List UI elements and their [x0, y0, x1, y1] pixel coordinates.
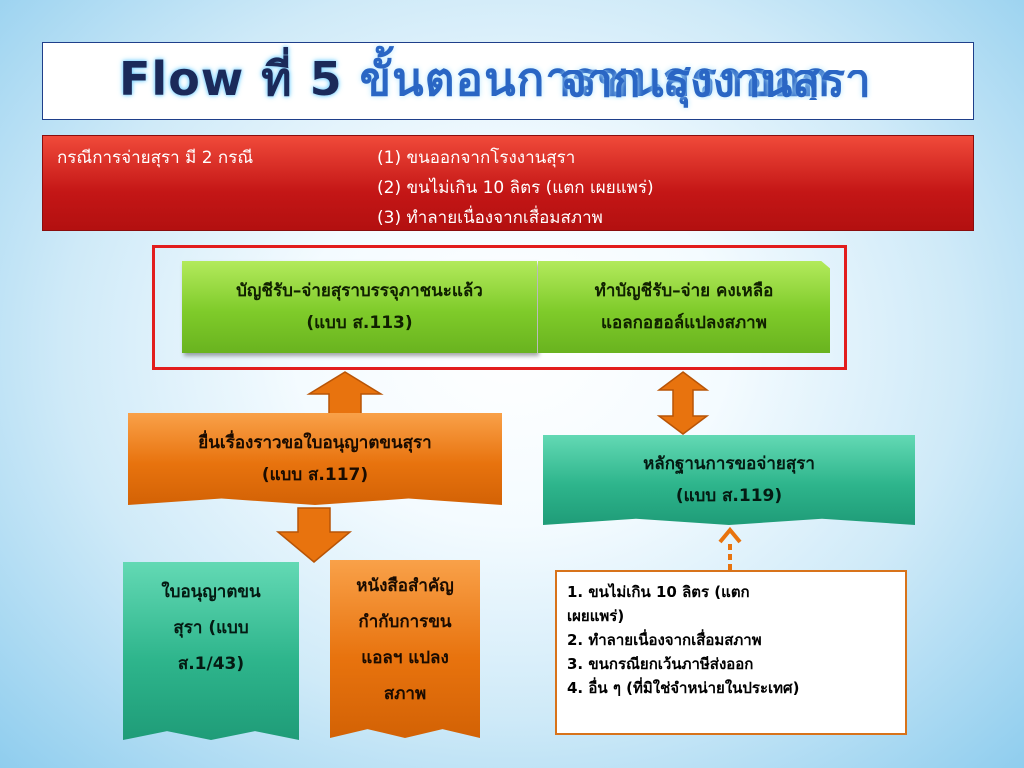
- account-113-line2: (แบบ ส.113): [306, 313, 413, 333]
- list-item-3: 3. ขนกรณียกเว้นภาษีส่งออก: [567, 655, 754, 673]
- transport-license-box: ใบอนุญาตขน สุรา (แบบ ส.1/43): [123, 562, 299, 740]
- request-117-box: ยื่นเรื่องราวขอใบอนุญาตขนสุรา (แบบ ส.117…: [128, 413, 502, 505]
- down-arrow-icon: [275, 507, 353, 563]
- page-title: Flow ที่ 5 ขั้นตอนการขนสุราออก: [119, 47, 831, 111]
- cases-list-box: 1. ขนไม่เกิน 10 ลิตร (แตก เผยแพร่) 2. ทำ…: [555, 570, 907, 735]
- banner-label: กรณีการจ่ายสุรา มี 2 กรณี: [57, 148, 254, 168]
- highlight-frame: [152, 245, 847, 370]
- list-item-2: 2. ทำลายเนื่องจากเสื่อมสภาพ: [567, 631, 762, 649]
- evidence-119-line2: (แบบ ส.119): [675, 486, 783, 506]
- list-item-1a: 1. ขนไม่เกิน 10 ลิตร (แตก: [567, 583, 750, 601]
- title-box: Flow ที่ 5 ขั้นตอนการขนสุราออก: [42, 42, 974, 120]
- evidence-119-line1: หลักฐานการขอจ่ายสุรา: [643, 454, 815, 474]
- title-overflow-label: จากโรงงานสุรา: [560, 70, 871, 100]
- title-main: ขั้นตอนการขนสุราออก: [359, 52, 831, 106]
- title-prefix: Flow ที่ 5: [119, 52, 343, 106]
- banner-item-2: (2) ขนไม่เกิน 10 ลิตร (แตก เผยแพร่): [377, 178, 654, 198]
- banner-item-1: (1) ขนออกจากโรงงานสุรา: [377, 148, 576, 168]
- banner-item-3: (3) ทำลายเนื่องจากเสื่อมสภาพ: [377, 208, 603, 228]
- title-overflow-text: จากโรงงานสุรา: [560, 70, 990, 100]
- request-117-line2: (แบบ ส.117): [261, 465, 369, 485]
- request-117-line1: ยื่นเรื่องราวขอใบอนุญาตขนสุรา: [198, 433, 432, 453]
- transport-license-line3: ส.1/43): [177, 654, 245, 674]
- list-item-4: 4. อื่น ๆ (ที่มิใช่จำหน่ายในประเทศ): [567, 679, 800, 697]
- double-arrow-right-icon: [656, 371, 710, 435]
- important-document-line4: สภาพ: [383, 684, 427, 704]
- transport-license-line1: ใบอนุญาตขน: [161, 582, 261, 602]
- important-document-line3: แอลฯ แปลง: [361, 648, 449, 668]
- denatured-account-line2: แอลกอฮอล์แปลงสภาพ: [601, 313, 767, 333]
- account-113-line1: บัญชีรับ–จ่ายสุราบรรจุภาชนะแล้ว: [236, 281, 483, 301]
- important-document-line2: กำกับการขน: [358, 612, 452, 632]
- list-item-1b: เผยแพร่): [567, 607, 625, 625]
- cases-banner: กรณีการจ่ายสุรา มี 2 กรณี (1) ขนออกจากโร…: [42, 135, 974, 231]
- denatured-account-line1: ทำบัญชีรับ–จ่าย คงเหลือ: [594, 281, 774, 301]
- denatured-account-box: ทำบัญชีรับ–จ่าย คงเหลือ แอลกอฮอล์แปลงสภา…: [538, 261, 830, 353]
- important-document-box: หนังสือสำคัญ กำกับการขน แอลฯ แปลง สภาพ: [330, 560, 480, 738]
- evidence-119-box: หลักฐานการขอจ่ายสุรา (แบบ ส.119): [543, 435, 915, 525]
- important-document-line1: หนังสือสำคัญ: [356, 576, 454, 596]
- dashed-up-arrow-icon: [718, 526, 742, 570]
- double-arrow-left-icon: [306, 371, 384, 417]
- transport-license-line2: สุรา (แบบ: [173, 618, 249, 638]
- account-113-box: บัญชีรับ–จ่ายสุราบรรจุภาชนะแล้ว (แบบ ส.1…: [182, 261, 537, 353]
